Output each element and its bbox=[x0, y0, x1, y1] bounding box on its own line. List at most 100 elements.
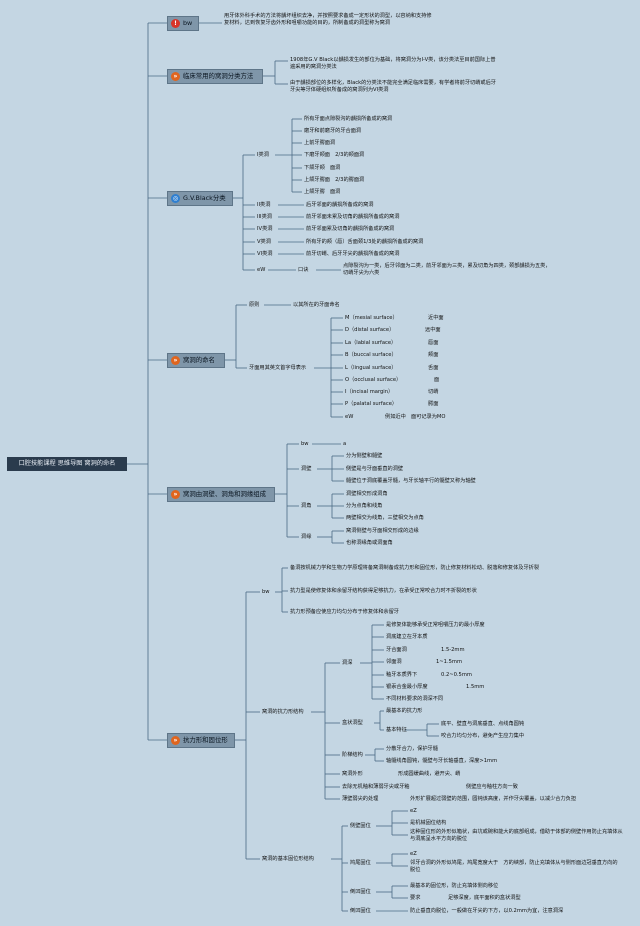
abbr-zh: 腭面 bbox=[428, 401, 439, 407]
groove-text: 防止垂直向脱位，一般做在牙尖的下方，以0.2mm为宜，注意洞深 bbox=[410, 908, 564, 914]
arrow-icon: » bbox=[171, 736, 180, 745]
class-1-item: 上前牙腭面洞 bbox=[304, 140, 336, 146]
depth-value: 1~1.5mm bbox=[436, 659, 463, 665]
class-label: III类洞 bbox=[257, 214, 272, 220]
dove-item: 邻牙合洞的外形似鸠尾，鸠尾宽度大于 方的峡部，防止充填体从与侧形面边冠垂直方向的… bbox=[410, 860, 618, 873]
edge-item: 窝洞侧壁与牙面相交形成的边缘 bbox=[346, 528, 419, 534]
edge-item: 也称洞缘角或洞面角 bbox=[346, 540, 393, 546]
wall-item: 侧壁是与牙面垂直的洞壁 bbox=[346, 466, 404, 472]
side-label: 侧壁固位 bbox=[350, 823, 371, 829]
class-1-item: 磨牙和前磨牙的牙合面洞 bbox=[304, 128, 362, 134]
abbr-zh: 远中面 bbox=[425, 327, 441, 333]
class-desc: 前牙邻面未累及切角的龋损所备成的窝洞 bbox=[306, 214, 400, 220]
class-1-item: 所有牙面点隙裂沟的龋损所备成的窝洞 bbox=[304, 116, 393, 122]
box-feature-label: 基本特征 bbox=[386, 727, 407, 733]
classification-note: 由于龋损部位的多样化，Black的分类法不能完全满足临床需要，有学者将前牙切嵴或… bbox=[290, 80, 496, 93]
shape-text: 形成圆缓曲线，避开尖、嵴 bbox=[398, 771, 461, 777]
naming-rule-text: 以其所在的牙面命名 bbox=[293, 302, 340, 308]
side-item: eZ bbox=[410, 808, 417, 814]
class-desc: 后牙邻面的龋损所备成的窝洞 bbox=[306, 202, 374, 208]
step-item: 轴髓线角圆钝，髓壁与牙长轴垂直，深度>1mm bbox=[386, 758, 498, 764]
depth-item: 邻面洞 bbox=[386, 659, 402, 665]
edge-label: 洞缘 bbox=[301, 534, 312, 540]
enamel-label: 去除无机釉和薄弱牙尖或牙釉 bbox=[342, 784, 410, 790]
abbr-zh: 面 bbox=[434, 377, 440, 383]
lock-label: 倒凹固位 bbox=[350, 889, 371, 895]
angle-item: 两壁相交为线角，三壁相交为点角 bbox=[346, 515, 424, 521]
depth-item: 不同材料要求的洞深不同 bbox=[386, 696, 444, 702]
wall-item: 髓壁位于洞底覆盖牙髓，与牙长轴平行的髓壁又称为轴壁 bbox=[346, 478, 476, 484]
category-bw[interactable]: ! bw bbox=[167, 16, 199, 31]
resistance-label: 窝洞的抗力形结构 bbox=[262, 709, 304, 715]
box-feature: 底平、壁直与洞底垂直、点线角圆钝 bbox=[441, 721, 525, 727]
class-label: VI类洞 bbox=[257, 251, 273, 257]
side-item: 是机械固位结构 bbox=[410, 820, 447, 826]
abbr-zh: 切嵴 bbox=[428, 389, 439, 395]
ret-bw-label: bw bbox=[262, 589, 270, 595]
step-label: 阶梯结构 bbox=[342, 752, 363, 758]
arrow-icon: » bbox=[171, 490, 180, 499]
box-feature: 咬合力均匀分布，避免产生应力集中 bbox=[441, 733, 525, 739]
definition-note: 用牙体外科手术的方法将龋坏组织去净，并按照要求备成一定形状的洞型，以容纳和支持修… bbox=[224, 13, 432, 26]
wall-label: 洞壁 bbox=[301, 466, 312, 472]
box-label: 盒状洞型 bbox=[342, 720, 363, 726]
class-label: V类洞 bbox=[257, 239, 271, 245]
root-node[interactable]: 口腔技能课程 思维导图 窝洞的命名 bbox=[7, 457, 127, 471]
box-item: 最基本的抗力形 bbox=[386, 708, 423, 714]
example-label: eW bbox=[345, 414, 354, 420]
ret-bw-item: 抗力型是使修复体和余留牙结构获得足够抗力，在承受正常咬合力时不折裂的形状 bbox=[290, 588, 477, 594]
depth-value: 0.2~0.5mm bbox=[441, 672, 472, 678]
retention-form-label: 窝洞的基本固位形结构 bbox=[262, 856, 314, 862]
class-1-item: 下颌牙颊 面洞 bbox=[304, 165, 341, 171]
abbr-label: 牙面用其英文首字母表示 bbox=[249, 365, 307, 371]
angle-item: 洞壁相交形成洞角 bbox=[346, 491, 388, 497]
abbr-en: D（distal surface） bbox=[345, 327, 395, 333]
class-1-item: 上颌牙腭 面洞 bbox=[304, 189, 341, 195]
abbr-en: O（occlusal surface） bbox=[345, 377, 402, 383]
comp-bw-label: bw bbox=[301, 441, 309, 447]
depth-item: 银汞合金最小厚度 bbox=[386, 684, 428, 690]
shape-label: 窝洞外形 bbox=[342, 771, 363, 777]
category-retention[interactable]: » 抗力形和固位形 bbox=[167, 733, 235, 748]
mnemonic-text: 点隙裂沟为一类，后牙邻面为二类，前牙邻面为三类，累及切角为四类，颈部龋损为五类，… bbox=[343, 263, 551, 276]
enamel-text: 侧壁应与釉柱方向一致 bbox=[466, 784, 518, 790]
lock-item: 最基本的固位形，防止充填体侧向移位 bbox=[410, 883, 499, 889]
category-classification[interactable]: » 临床常用的窝洞分类方法 bbox=[167, 69, 263, 84]
depth-value: 1.5mm bbox=[466, 684, 485, 690]
mnemonic-label: eW bbox=[257, 267, 266, 273]
naming-rule-label: 原则 bbox=[249, 302, 260, 308]
abbr-zh: 唇面 bbox=[428, 340, 439, 346]
comp-bw-value: a bbox=[343, 441, 347, 447]
dove-item: eZ bbox=[410, 851, 417, 857]
abbr-en: La（labial surface） bbox=[345, 340, 397, 346]
lock-item: 要求 bbox=[410, 895, 421, 901]
arrow-icon: » bbox=[171, 356, 180, 365]
weak-text: 外形扩展超过弱壁的范围，圆钝该高度，并作牙尖覆盖，以减少合力负担 bbox=[410, 796, 577, 802]
alert-icon: ! bbox=[171, 19, 180, 28]
class-desc: 前牙切嵴、后牙牙尖的龋损所备成的窝洞 bbox=[306, 251, 400, 257]
class-label: II类洞 bbox=[257, 202, 271, 208]
mnemonic-title: 口诀 bbox=[298, 267, 309, 273]
category-composition[interactable]: » 窝洞由洞壁、洞角和洞缘组成 bbox=[167, 487, 275, 502]
depth-item: 洞底建立在牙本质 bbox=[386, 634, 428, 640]
depth-item: 是修复体能够承受正常咀嚼压力的最小厚度 bbox=[386, 622, 485, 628]
weak-label: 薄壁弱尖的处理 bbox=[342, 796, 379, 802]
groove-label: 倒凹固位 bbox=[350, 908, 371, 914]
arrow-icon: » bbox=[171, 72, 180, 81]
angle-item: 分为点角和线角 bbox=[346, 503, 383, 509]
class-desc: 前牙邻面累及切角的龋损所备成的窝洞 bbox=[306, 226, 395, 232]
abbr-zh: 颊面 bbox=[428, 352, 439, 358]
class-desc: 所有牙的颊（唇）舌面颈1/3处的龋损所备成的窝洞 bbox=[306, 239, 424, 245]
depth-item: 釉牙本质界下 bbox=[386, 672, 418, 678]
depth-label: 洞深 bbox=[342, 660, 353, 666]
category-naming[interactable]: » 窝洞的命名 bbox=[167, 353, 225, 368]
category-gv-black[interactable]: ◎ G.V.Black分类 bbox=[167, 191, 233, 206]
class-1-item: 上颌牙腭面 2/3的腭面洞 bbox=[304, 177, 365, 183]
dove-label: 鸠尾固位 bbox=[350, 860, 371, 866]
wall-item: 分为侧壁和髓壁 bbox=[346, 453, 383, 459]
abbr-en: P（palatal surface） bbox=[345, 401, 398, 407]
angle-label: 洞角 bbox=[301, 503, 312, 509]
ret-bw-item: 备洞按机械力学和生物力学原理将备窝洞制备成抗力形和固位形，防止修复材料松动、脱落… bbox=[290, 565, 540, 571]
classification-note: 1908年G.V Black以龋损发生的部位为基础，将窝洞分为I-V类，该分类法… bbox=[290, 57, 496, 70]
